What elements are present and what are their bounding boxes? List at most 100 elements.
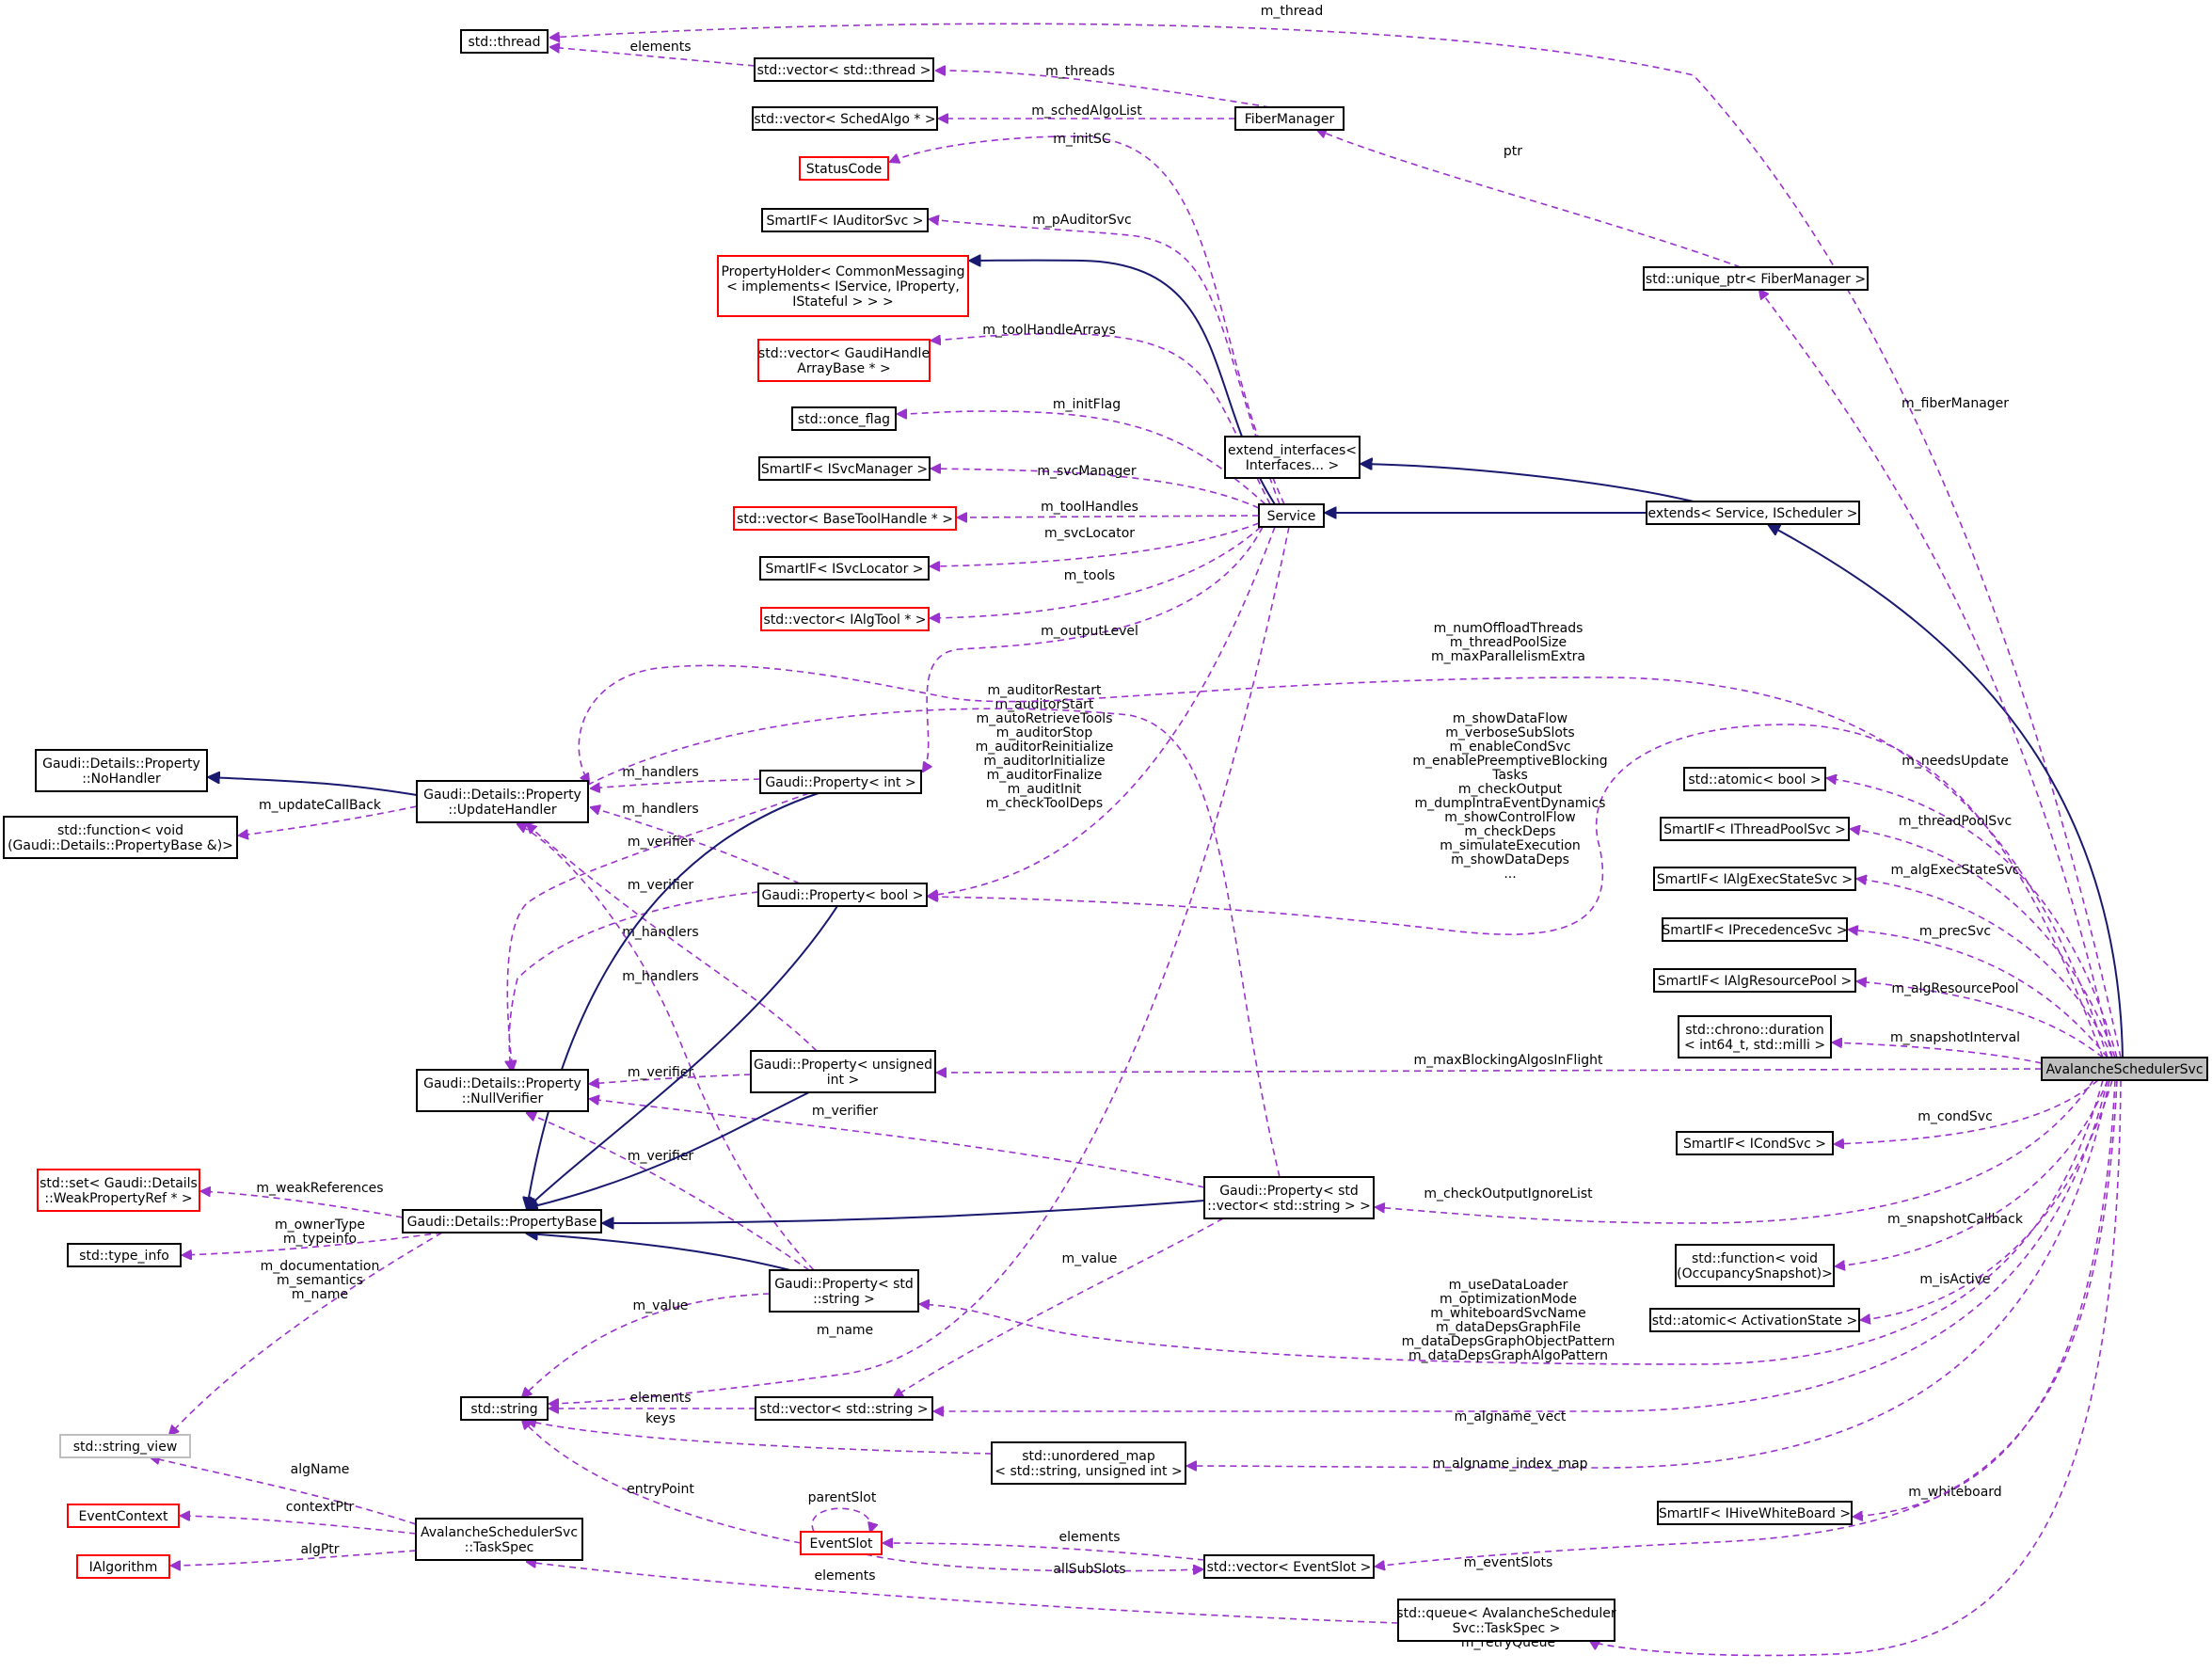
class-node-smartif-auditor[interactable]: SmartIF< IAuditorSvc > xyxy=(761,208,929,232)
edge-m-algname-index-map: m_algname_index_map xyxy=(1187,1079,2110,1472)
node-label: IAlgorithm xyxy=(89,1560,158,1575)
edge-m-updateCallBack: m_updateCallBack xyxy=(239,798,418,836)
node-label: std::type_info xyxy=(79,1249,169,1264)
class-node-type-info[interactable]: std::type_info xyxy=(67,1243,182,1267)
class-node-ialgorithm[interactable]: IAlgorithm xyxy=(76,1554,170,1579)
node-label: SmartIF< IHiveWhiteBoard > xyxy=(1659,1506,1851,1521)
class-node-vec-schedalgo[interactable]: std::vector< SchedAlgo * > xyxy=(752,106,938,131)
class-node-unique-fiber[interactable]: std::unique_ptr< FiberManager > xyxy=(1643,266,1869,291)
edge-label: m_schedAlgoList xyxy=(1031,103,1142,119)
edge-m-snapshotCallback: m_snapshotCallback xyxy=(1836,1079,2109,1266)
edge-m-eventSlots: m_eventSlots xyxy=(1376,1079,2118,1570)
edge-line xyxy=(936,71,1271,108)
node-box xyxy=(758,456,931,481)
edge-label: m_threadPoolSvc xyxy=(1899,814,2012,829)
edge-label: m_updateCallBack xyxy=(259,798,382,813)
edge-inh-pb-int xyxy=(527,792,820,1208)
class-node-propertybase[interactable]: Gaudi::Details::PropertyBase xyxy=(402,1209,602,1233)
class-node-thread[interactable]: std::thread xyxy=(460,29,549,54)
class-node-taskspec[interactable]: AvalancheSchedulerSvc::TaskSpec xyxy=(415,1518,583,1561)
class-node-atomic-bool[interactable]: std::atomic< bool > xyxy=(1683,767,1826,791)
edge-label: m_verifier xyxy=(628,878,694,893)
class-node-prop-int[interactable]: Gaudi::Property< int > xyxy=(759,770,922,794)
edge-line xyxy=(517,824,815,1271)
edge-label: m_handlers xyxy=(622,925,698,940)
class-node-extend-interfaces[interactable]: extend_interfaces<Interfaces... > xyxy=(1224,436,1361,479)
node-label: Gaudi::Details::Property::NullVerifier xyxy=(423,1076,581,1106)
class-node-eventslot[interactable]: EventSlot xyxy=(800,1531,883,1555)
edge-label: m_snapshotInterval xyxy=(1890,1030,2020,1045)
edge-line xyxy=(1376,1079,2118,1567)
edge-label: elements xyxy=(1058,1530,1120,1545)
class-node-propertyholder[interactable]: PropertyHolder< CommonMessaging< impleme… xyxy=(717,255,969,317)
class-node-prop-vecstring[interactable]: Gaudi::Property< std::vector< std::strin… xyxy=(1203,1176,1375,1219)
class-node-service[interactable]: Service xyxy=(1258,503,1325,528)
node-label: std::vector< SchedAlgo * > xyxy=(754,112,935,127)
edge-label: m_threads xyxy=(1045,64,1115,79)
edge-m-weakReferences: m_weakReferences xyxy=(201,1181,404,1218)
class-node-unordered-map[interactable]: std::unordered_map< std::string, unsigne… xyxy=(991,1441,1186,1485)
edge-line xyxy=(1835,1079,2099,1144)
class-node-main[interactable]: AvalancheSchedulerSvc xyxy=(2041,1057,2208,1081)
edge-label: m_algname_index_map xyxy=(1432,1456,1587,1472)
edge-vs-handlers xyxy=(527,708,1281,1178)
edge-line xyxy=(527,1233,791,1271)
node-box xyxy=(1653,968,1856,993)
class-node-vec-thread[interactable]: std::vector< std::thread > xyxy=(754,57,934,82)
class-node-vec-basetool[interactable]: std::vector< BaseToolHandle * > xyxy=(733,506,957,531)
class-node-prop-string[interactable]: Gaudi::Property< std::string > xyxy=(769,1269,919,1313)
edge-line xyxy=(929,526,1276,896)
class-node-nullverifier[interactable]: Gaudi::Details::Property::NullVerifier xyxy=(416,1069,589,1112)
class-node-statuscode[interactable]: StatusCode xyxy=(799,156,889,181)
class-node-smartif-algexec[interactable]: SmartIF< IAlgExecStateSvc > xyxy=(1653,867,1856,891)
node-box xyxy=(757,883,928,907)
class-node-smartif-threadpool[interactable]: SmartIF< IThreadPoolSvc > xyxy=(1660,817,1850,841)
edge-inh-extends xyxy=(1769,525,2124,1058)
node-box xyxy=(1662,917,1848,942)
class-node-smartif-prec[interactable]: SmartIF< IPrecedenceSvc > xyxy=(1662,917,1848,942)
node-box xyxy=(800,1531,883,1555)
edge-label: ptr xyxy=(1504,144,1522,159)
edge-contextPtr: contextPtr xyxy=(181,1500,417,1535)
edge-label: m_needsUpdate xyxy=(1902,754,2009,769)
node-label: AvalancheSchedulerSvc::TaskSpec xyxy=(421,1525,578,1555)
class-node-string-view[interactable]: std::string_view xyxy=(59,1434,191,1458)
class-node-smartif-cond[interactable]: SmartIF< ICondSvc > xyxy=(1676,1131,1834,1155)
edge-int-handlers: m_handlers xyxy=(591,765,761,788)
class-node-smartif-svcmgr[interactable]: SmartIF< ISvcManager > xyxy=(758,456,931,481)
class-node-std-function-pb[interactable]: std::function< void(Gaudi::Details::Prop… xyxy=(3,816,238,859)
class-node-vec-ialgtool[interactable]: std::vector< IAlgTool * > xyxy=(760,607,930,631)
class-node-smartif-whiteboard[interactable]: SmartIF< IHiveWhiteBoard > xyxy=(1657,1501,1853,1525)
class-node-smartif-algres[interactable]: SmartIF< IAlgResourcePool > xyxy=(1653,968,1856,993)
edge-line xyxy=(603,1200,1205,1223)
class-node-std-string[interactable]: std::string xyxy=(460,1396,549,1421)
class-node-vec-string[interactable]: std::vector< std::string > xyxy=(755,1396,933,1421)
class-node-extends[interactable]: extends< Service, IScheduler > xyxy=(1646,501,1860,525)
class-node-updatehandler[interactable]: Gaudi::Details::Property::UpdateHandler xyxy=(416,780,589,823)
class-node-eventcontext[interactable]: EventContext xyxy=(67,1504,180,1528)
class-node-prop-bool[interactable]: Gaudi::Property< bool > xyxy=(757,883,928,907)
node-label: SmartIF< IAlgExecStateSvc > xyxy=(1657,872,1853,887)
class-node-std-function-occ[interactable]: std::function< void(OccupancySnapshot)> xyxy=(1675,1244,1835,1287)
edge-label: m_outputLevel xyxy=(1041,624,1138,639)
node-box xyxy=(759,770,922,794)
edge-m-algname-vect: m_algname_vect xyxy=(934,1079,2109,1424)
edge-line xyxy=(931,522,1260,566)
node-label: std::once_flag xyxy=(798,412,890,427)
node-label: Gaudi::Property< std::string > xyxy=(774,1277,914,1307)
class-node-once-flag[interactable]: std::once_flag xyxy=(791,406,897,431)
class-node-smartif-svcloc[interactable]: SmartIF< ISvcLocator > xyxy=(759,556,930,581)
class-node-vec-eventslot[interactable]: std::vector< EventSlot > xyxy=(1203,1554,1375,1579)
class-node-atomic-activation[interactable]: std::atomic< ActivationState > xyxy=(1649,1308,1860,1332)
class-node-chrono[interactable]: std::chrono::duration< int64_t, std::mil… xyxy=(1678,1015,1832,1058)
class-node-fibermanager[interactable]: FiberManager xyxy=(1234,106,1345,131)
edge-label: elements xyxy=(814,1568,875,1583)
class-node-nohandler[interactable]: Gaudi::Details::Property::NoHandler xyxy=(35,749,208,792)
edge-line xyxy=(1849,930,2109,1058)
class-node-set-weakref[interactable]: std::set< Gaudi::Details::WeakPropertyRe… xyxy=(37,1169,200,1212)
